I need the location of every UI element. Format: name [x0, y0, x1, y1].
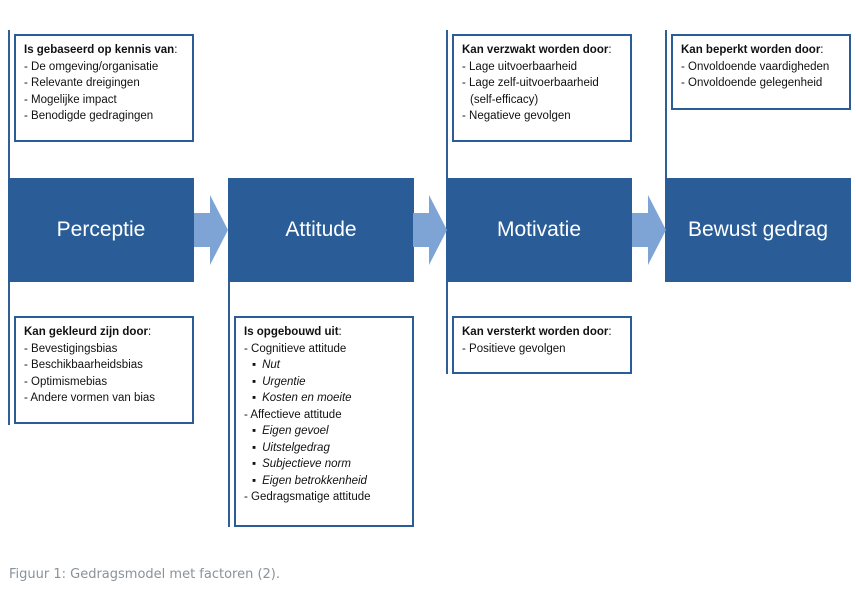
- stage-motivatie: Motivatie: [446, 178, 632, 282]
- list-subitem: Nut: [244, 357, 404, 374]
- list-item: - Gedragsmatige attitude: [244, 491, 371, 503]
- stage-perceptie-label: Perceptie: [56, 218, 146, 241]
- stage-perceptie: Perceptie: [8, 178, 194, 282]
- list-item-continuation: (self-efficacy): [470, 93, 539, 106]
- motivatie-strengthened-box: Kan versterkt worden door: - Positieve g…: [452, 316, 632, 374]
- attitude-components-box: Is opgebouwd uit: - Cognitieve attitude …: [234, 316, 414, 527]
- list-item: - Onvoldoende gelegenheid: [681, 77, 823, 89]
- list-item: - Cognitieve attitude: [244, 342, 347, 355]
- box-heading: Kan verzwakt worden door:: [462, 44, 612, 56]
- box-heading: Kan versterkt worden door:: [462, 326, 612, 338]
- connector-line-attitude: [228, 282, 230, 527]
- list-item: - Benodigde gedragingen: [24, 110, 154, 122]
- box-list: - Lage uitvoerbaarheid - Lage zelf-uitvo…: [462, 59, 622, 125]
- list-item: - Lage zelf-uitvoerbaarheid: [462, 77, 599, 89]
- box-list: - Onvoldoende vaardigheden - Onvoldoende…: [681, 59, 841, 92]
- stage-attitude-label: Attitude: [285, 218, 357, 241]
- box-heading: Kan gekleurd zijn door:: [24, 326, 152, 338]
- list-item: - De omgeving/organisatie: [24, 60, 159, 73]
- list-subitem: Eigen gevoel: [244, 423, 404, 440]
- perceptie-knowledge-box: Is gebaseerd op kennis van: - De omgevin…: [14, 34, 194, 142]
- list-item: - Andere vormen van bias: [24, 392, 156, 404]
- list-item: - Lage uitvoerbaarheid: [462, 60, 578, 73]
- connector-line-motivatie-bottom: [446, 282, 448, 374]
- list-item: - Bevestigingsbias: [24, 342, 118, 355]
- figure-caption: Figuur 1: Gedragsmodel met factoren (2).: [9, 567, 281, 582]
- arrow-right-icon: [194, 195, 228, 265]
- stage-bewust-gedrag: Bewust gedrag: [665, 178, 851, 282]
- list-subitem: Uitstelgedrag: [244, 440, 404, 457]
- box-heading: Kan beperkt worden door:: [681, 44, 824, 56]
- stage-bewust-gedrag-label: Bewust gedrag: [687, 218, 829, 241]
- list-item: - Optimismebias: [24, 375, 108, 388]
- stage-attitude: Attitude: [228, 178, 414, 282]
- box-list: - Positieve gevolgen: [462, 341, 622, 358]
- list-item: - Mogelijke impact: [24, 93, 117, 106]
- list-subitem: Kosten en moeite: [244, 390, 404, 407]
- list-subitem: Eigen betrokkenheid: [244, 473, 404, 490]
- connector-line-motivatie-top: [446, 30, 448, 180]
- box-list: - Cognitieve attitude Nut Urgentie Koste…: [244, 341, 404, 506]
- list-item: - Negatieve gevolgen: [462, 110, 571, 122]
- box-heading: Is gebaseerd op kennis van:: [24, 44, 178, 56]
- list-subitem: Urgentie: [244, 374, 404, 391]
- list-item: - Onvoldoende vaardigheden: [681, 60, 830, 73]
- gedrag-limited-box: Kan beperkt worden door: - Onvoldoende v…: [671, 34, 851, 110]
- perceptie-bias-box: Kan gekleurd zijn door: - Bevestigingsbi…: [14, 316, 194, 424]
- list-item: - Relevante dreigingen: [24, 77, 140, 89]
- list-item: - Affectieve attitude: [244, 408, 342, 421]
- stage-motivatie-label: Motivatie: [496, 218, 582, 241]
- motivatie-weakened-box: Kan verzwakt worden door: - Lage uitvoer…: [452, 34, 632, 142]
- list-item: - Beschikbaarheidsbias: [24, 359, 143, 371]
- arrow-right-icon: [632, 195, 666, 265]
- connector-line-gedrag: [665, 30, 667, 180]
- arrow-right-icon: [413, 195, 447, 265]
- box-list: - Bevestigingsbias - Beschikbaarheidsbia…: [24, 341, 184, 407]
- box-list: - De omgeving/organisatie - Relevante dr…: [24, 59, 184, 125]
- box-heading: Is opgebouwd uit:: [244, 326, 342, 338]
- list-item: - Positieve gevolgen: [462, 342, 566, 355]
- list-subitem: Subjectieve norm: [244, 456, 404, 473]
